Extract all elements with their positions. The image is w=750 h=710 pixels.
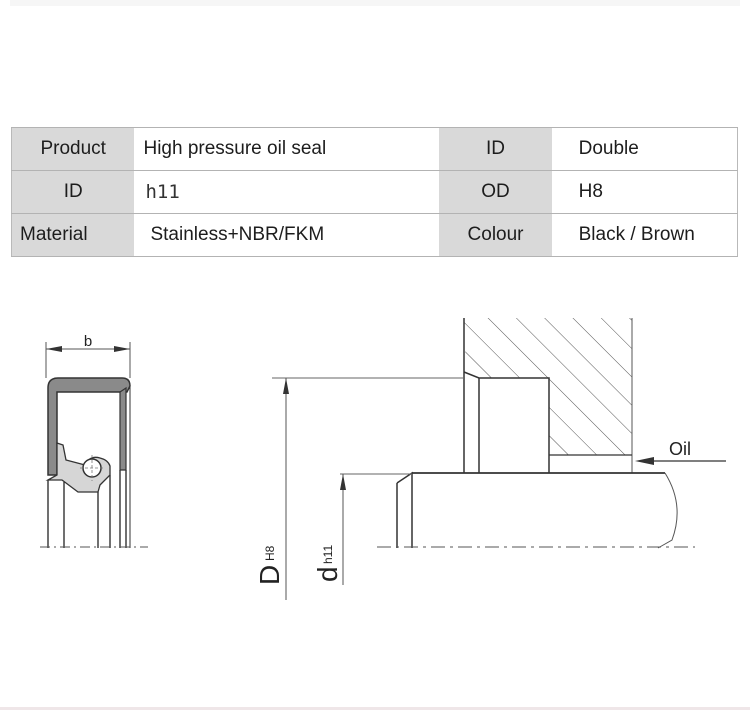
material-value: Stainless+NBR/FKM	[134, 213, 440, 257]
seal-inner-wall	[119, 386, 127, 471]
top-divider	[10, 0, 740, 6]
bore-diameter-symbol: D	[254, 565, 285, 585]
arrow-up-icon	[283, 378, 289, 394]
arrow-right-icon	[114, 346, 130, 352]
width-dimension: b	[45, 333, 131, 378]
shaft-chamfer	[396, 471, 413, 548]
shaft-break-line	[657, 472, 678, 549]
od-tolerance-value: H8	[551, 170, 738, 214]
seal-outer-case	[47, 377, 131, 476]
table-row: Product High pressure oil seal ID Double	[11, 127, 738, 171]
arrow-up-icon	[340, 474, 346, 490]
od-tolerance-label: OD	[439, 170, 552, 214]
table-row: ID h11 OD H8	[11, 170, 738, 214]
shaft-diameter-tolerance: h11	[321, 545, 335, 564]
arrow-left-icon	[46, 346, 62, 352]
product-label: Product	[11, 127, 135, 171]
product-value: High pressure oil seal	[134, 127, 440, 171]
bottom-divider	[0, 707, 750, 710]
bore-diameter-tolerance: H8	[263, 545, 277, 561]
installation-drawing: D H8 d h11 Oil	[254, 318, 726, 600]
id-tolerance-label: ID	[11, 170, 135, 214]
oil-label: Oil	[669, 439, 691, 459]
housing-hatch	[464, 318, 632, 455]
shaft-diameter-symbol: d	[312, 566, 343, 582]
oil-arrow-icon	[635, 457, 654, 465]
technical-drawing: b	[40, 318, 726, 600]
material-label: Material	[11, 213, 135, 257]
table-row: Material Stainless+NBR/FKM Colour Black …	[11, 213, 738, 257]
seal-cross-section: b	[40, 333, 148, 548]
spec-table: Product High pressure oil seal ID Double…	[11, 127, 738, 257]
id-tolerance-value: h11	[134, 170, 440, 214]
id-type-label: ID	[439, 127, 552, 171]
id-type-value: Double	[551, 127, 738, 171]
colour-value: Black / Brown	[551, 213, 738, 257]
colour-label: Colour	[439, 213, 552, 257]
width-label: b	[84, 333, 92, 350]
